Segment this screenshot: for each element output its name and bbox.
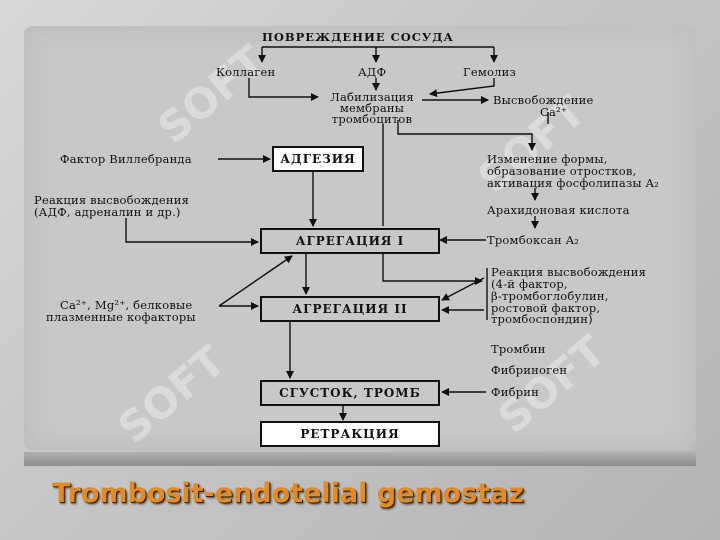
adp-label: АДФ xyxy=(358,65,387,79)
release-label: Высвобождение xyxy=(493,93,594,107)
aggregation-2-box: АГРЕГАЦИЯ II xyxy=(260,296,440,322)
arachidonic-acid-label: Арахидоновая кислота xyxy=(487,203,630,217)
fibrin-label: Фибрин xyxy=(491,385,540,399)
release-reaction-line-1: Реакция высвобождения xyxy=(34,193,190,207)
shape-change-line-1: Изменение формы, xyxy=(487,152,608,166)
shape-change-line-3: активация фосфолипазы A₂ xyxy=(487,176,659,190)
clot-thrombus-box: СГУСТОК, ТРОМБ xyxy=(260,380,440,406)
slide-title: Trombosit-endotelial gemostaz xyxy=(52,478,525,509)
collagen-label: Коллаген xyxy=(216,65,276,79)
release-calcium-label: Ca²⁺ xyxy=(540,105,568,119)
hemolysis-label: Гемолиз xyxy=(463,65,516,79)
aggregation-1-box: АГРЕГАЦИЯ I xyxy=(260,228,440,254)
thrombin-label: Тромбин xyxy=(491,342,546,356)
labilization-line-2: мембраны xyxy=(339,101,405,115)
cofactors-line-1: Ca²⁺, Mg²⁺, белковые xyxy=(60,298,193,312)
fibrinogen-label: Фибриноген xyxy=(491,363,568,377)
thromboxane-label: Тромбоксан A₂ xyxy=(487,233,580,247)
retraction-box: РЕТРАКЦИЯ xyxy=(260,421,440,447)
release-reaction-2-line-4: ростовой фактор, xyxy=(491,301,601,315)
vessel-damage-label: ПОВРЕЖДЕНИЕ СОСУДА xyxy=(262,30,454,44)
cofactors-line-2: плазменные кофакторы xyxy=(46,310,196,324)
release-reaction-line-2: (АДФ, адреналин и др.) xyxy=(34,205,181,219)
adhesion-box: АДГЕЗИЯ xyxy=(272,146,364,172)
release-reaction-2-line-3: β-тромбоглобулин, xyxy=(491,289,609,303)
bottom-band xyxy=(24,452,696,466)
labilization-line-1: Лабилизация xyxy=(330,90,414,104)
labilization-line-3: тромбоцитов xyxy=(331,112,413,126)
shape-change-line-2: образование отростков, xyxy=(487,164,637,178)
release-reaction-2-line-5: тромбоспондин) xyxy=(491,312,593,326)
release-reaction-2-line-1: Реакция высвобождения xyxy=(491,265,647,279)
willebrand-factor-label: Фактор Виллебранда xyxy=(60,152,192,166)
release-reaction-2-line-2: (4-й фактор, xyxy=(491,277,568,291)
